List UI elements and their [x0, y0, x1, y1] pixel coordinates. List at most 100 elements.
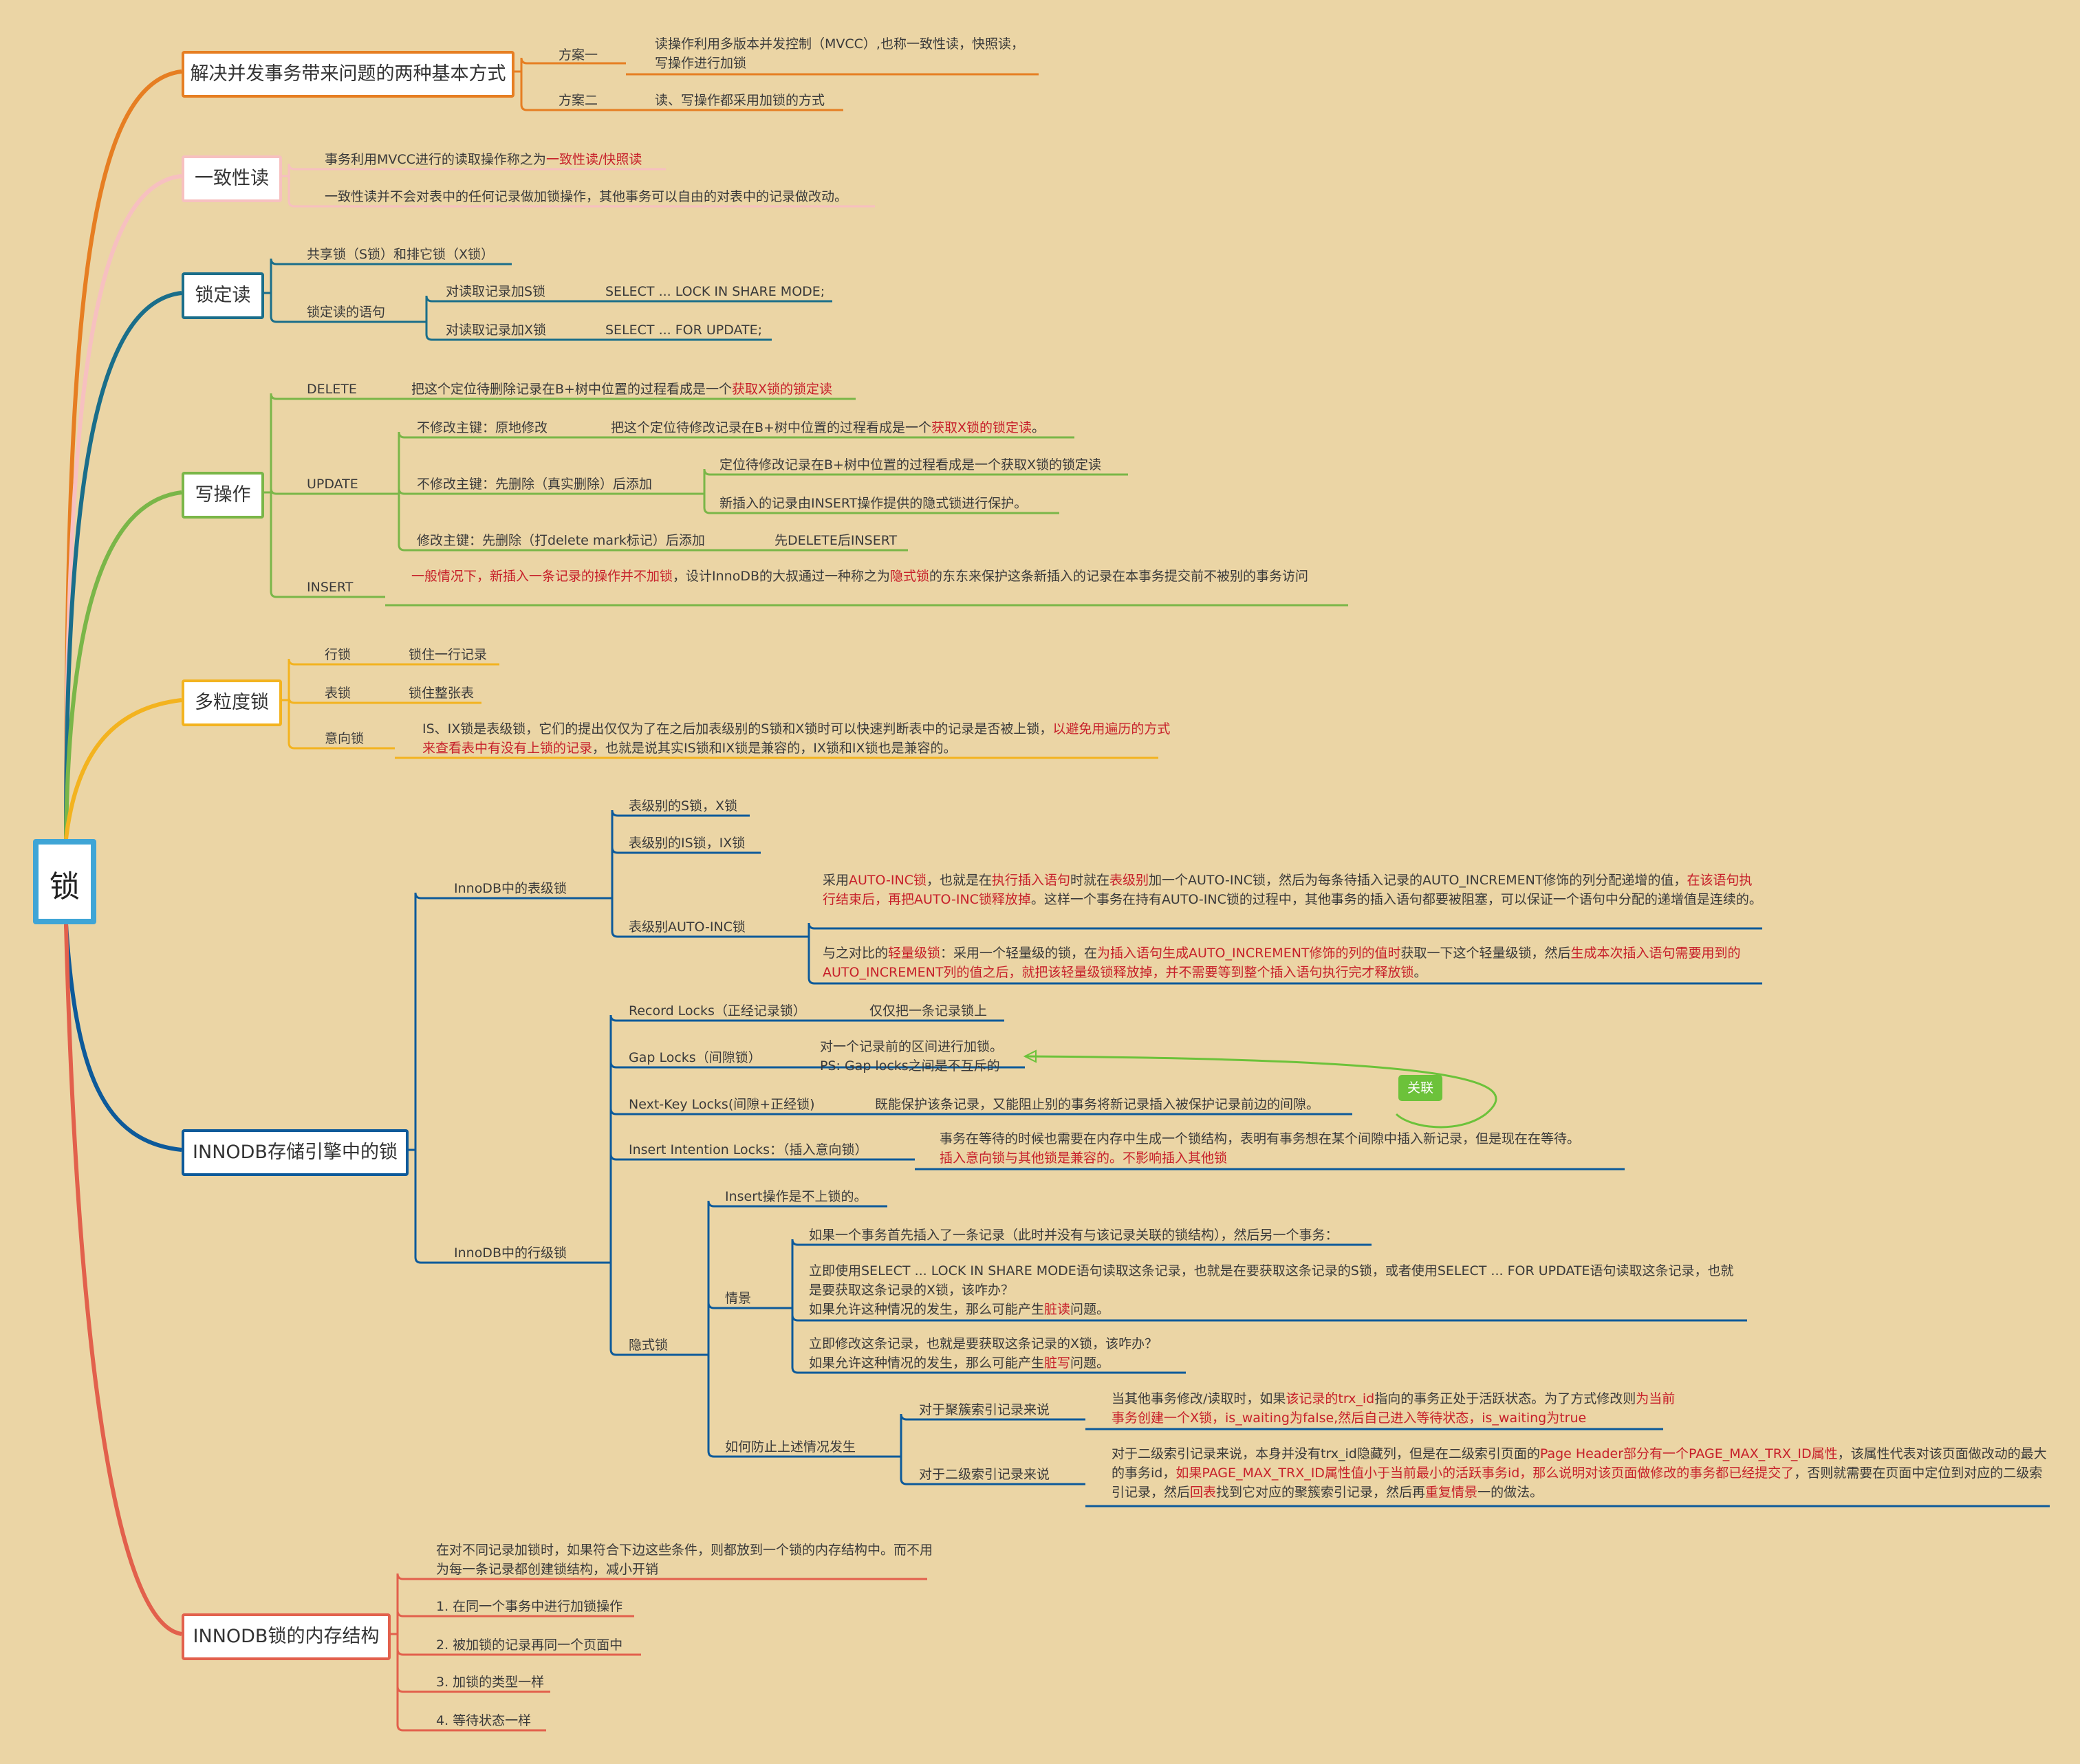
b6-scenario-2: 立即使用SELECT ... LOCK IN SHARE MODE语句读取这条记…	[809, 1263, 1734, 1317]
b3-locking-statements: 锁定读的语句	[307, 305, 386, 320]
b6-scenario-3: 立即修改这条记录，也就是要获取这条记录的X锁，该咋办？如果允许这种情况的发生，那…	[809, 1336, 1158, 1371]
b4-update-pk-text: 先DELETE后INSERT	[774, 533, 898, 548]
b3-edge-3	[417, 295, 832, 323]
b6-edge-table	[406, 892, 603, 1151]
b3-edge-2	[261, 292, 417, 323]
b6-gap-locks-text-2: PS: Gap locks之间是不互斥的	[820, 1058, 1000, 1074]
b6-edge-nk	[601, 1108, 1352, 1264]
b6-table-s-x: 表级别的S锁，X锁	[629, 798, 738, 814]
b6-edge-imp1	[699, 1200, 887, 1356]
relation-curve-tail	[1395, 1113, 1486, 1129]
b6-edge-pv1	[891, 1413, 1085, 1458]
b5-table-lock: 表锁	[325, 686, 351, 701]
b4-insert-text: 一般情况下，新插入一条记录的操作并不加锁，设计InnoDB的大叔通过一种称之为隐…	[411, 569, 1309, 584]
b4-edge-delete	[261, 393, 856, 494]
b6-implicit-lock: 隐式锁	[629, 1338, 669, 1353]
b4-update-inplace-text: 把这个定位待修改记录在B+树中位置的过程看成是一个获取X锁的锁定读。	[611, 420, 1046, 435]
b6-implicit-insert: Insert操作是不上锁的。	[725, 1189, 867, 1204]
b4-insert: INSERT	[307, 580, 354, 595]
b5-intention-lock: 意向锁	[325, 731, 365, 746]
b4-edge-u2b	[695, 492, 1059, 514]
b6-row-level: InnoDB中的行级锁	[454, 1245, 567, 1261]
b5-edge-table	[279, 697, 481, 704]
b6-secondary-text: 对于二级索引记录来说，本身并没有trx_id隐藏列，但是在二级索引页面的Page…	[1112, 1446, 2047, 1500]
b4-edge-u2a	[695, 468, 1128, 495]
b4-edge-update	[261, 488, 389, 495]
b6-next-key-text: 既能保护该条记录，又能阻止别的事务将新记录插入被保护记录前边的间隙。	[875, 1097, 1320, 1112]
b1-plan-two-text: 读、写操作都采用加锁的方式	[655, 93, 825, 108]
b6-edge-lw	[799, 935, 1762, 985]
b6-edge-pv	[699, 1353, 891, 1458]
b2-line-1: 事务利用MVCC进行的读取操作称之为一致性读/快照读	[325, 152, 642, 167]
b3-s-lock-sql: SELECT ... LOCK IN SHARE MODE;	[605, 284, 825, 299]
b3-edge-1	[261, 258, 512, 294]
trunk-b6	[64, 924, 182, 1152]
b6-insert-intention-text-1: 事务在等待的时候也需要在内存中生成一个锁结构，表明有事务想在某个间隙中插入新记录…	[940, 1131, 1581, 1146]
b6-table-is-ix: 表级别的IS锁，IX锁	[629, 836, 746, 851]
trunk-b2	[64, 174, 182, 840]
b6-auto-inc-text: 采用AUTO-INC锁，也就是在执行插入语句时就在表级别加一个AUTO-INC锁…	[823, 873, 1762, 907]
b4-update-delete-add: 不修改主键：先删除（真实删除）后添加	[417, 477, 653, 492]
b6-record-locks: Record Locks（正经记录锁）	[629, 1003, 806, 1019]
b6-insert-intention: Insert Intention Locks：（插入意向锁）	[629, 1142, 868, 1157]
b4-edge-insert	[261, 491, 385, 598]
b7-edge-intro	[388, 1573, 927, 1635]
b4-delete: DELETE	[307, 382, 357, 397]
trunk-b4	[64, 490, 182, 840]
branch-lock-memory[interactable]: INNODB锁的内存结构	[182, 1613, 391, 1660]
b4-update: UPDATE	[307, 477, 358, 492]
b1-plan-one-text: 读操作利用多版本并发控制（MVCC）,也称一致性读，快照读，写操作进行加锁	[655, 36, 1024, 71]
b5-intention-lock-text: IS、IX锁是表级锁，它们的提出仅仅为了在之后加表级别的S锁和X锁时可以快速判断…	[422, 721, 1171, 756]
b7-intro: 在对不同记录加锁时，如果符合下边这些条件，则都放到一个锁的内存结构中。而不用为每…	[436, 1543, 933, 1577]
b6-edge-t1	[603, 809, 750, 900]
root-node[interactable]: 锁	[33, 839, 96, 924]
b6-scenario: 情景	[725, 1291, 752, 1306]
trunk-b5	[64, 698, 182, 840]
b5-row-lock: 行锁	[325, 647, 351, 662]
branch-concurrency-solutions[interactable]: 解决并发事务带来问题的两种基本方式	[182, 51, 514, 98]
b1-edge-1	[512, 57, 626, 73]
b5-row-lock-text: 锁住一行记录	[409, 647, 488, 662]
b7-edge-c1	[388, 1610, 634, 1635]
b6-edge-gap	[601, 1061, 1025, 1264]
b6-next-key: Next-Key Locks(间隙+正经锁)	[629, 1097, 815, 1112]
b6-edge-ai	[799, 922, 1762, 938]
b6-lightweight-text: 与之对比的轻量级锁：采用一个轻量级的锁，在为插入语句生成AUTO_INCREME…	[823, 946, 1741, 980]
b6-edge-sc3	[783, 1307, 1186, 1374]
b2-edge-2	[279, 175, 875, 208]
b6-clustered-text: 当其他事务修改/读取时，如果该记录的trx_id指向的事务正处于活跃状态。为了方…	[1112, 1391, 1676, 1426]
b5-table-lock-text: 锁住整张表	[409, 686, 475, 701]
trunk-b1	[64, 69, 182, 840]
b6-edge-t3	[603, 897, 799, 938]
b2-line-2: 一致性读并不会对表中的任何记录做加锁操作，其他事务可以自由的对表中的记录做改动。	[325, 189, 848, 204]
b1-plan-one: 方案一	[559, 47, 598, 63]
b4-delete-text: 把这个定位待删除记录在B+树中位置的过程看成是一个获取X锁的锁定读	[411, 382, 832, 397]
branch-locking-read[interactable]: 锁定读	[182, 272, 264, 319]
b6-edge-sc1	[783, 1239, 1372, 1309]
b4-edge-u3	[389, 492, 908, 552]
b4-update-inplace: 不修改主键：原地修改	[417, 420, 548, 435]
relation-arrowhead	[1023, 1049, 1037, 1063]
b6-table-level: InnoDB中的表级锁	[454, 881, 567, 896]
branch-consistent-read[interactable]: 一致性读	[182, 155, 282, 202]
b4-update-delete-add-b: 新插入的记录由INSERT操作提供的隐式锁进行保护。	[719, 496, 1028, 511]
relation-curve	[1024, 1055, 1497, 1115]
b3-edge-4	[417, 320, 772, 341]
b6-secondary: 对于二级索引记录来说	[919, 1467, 1050, 1482]
b6-edge-sc	[699, 1302, 783, 1356]
branch-multi-granularity[interactable]: 多粒度锁	[182, 679, 282, 726]
b1-plan-two: 方案二	[559, 93, 598, 108]
b6-edge-row	[406, 1148, 601, 1264]
b4-update-delete-add-a: 定位待修改记录在B+树中位置的过程看成是一个获取X锁的锁定读	[719, 457, 1101, 472]
branch-innodb-locks[interactable]: INNODB存储引擎中的锁	[182, 1129, 409, 1176]
trunk-b7	[64, 924, 182, 1636]
relation-tag[interactable]: 关联	[1398, 1075, 1442, 1101]
branch-write-ops[interactable]: 写操作	[182, 472, 264, 519]
b3-x-lock: 对读取记录加X锁	[446, 323, 547, 338]
b6-scenario-1: 如果一个事务首先插入了一条记录（此时并没有与该记录关联的锁结构），然后另一个事务…	[809, 1228, 1339, 1243]
b6-edge-imp	[601, 1261, 699, 1356]
b6-table-auto-inc: 表级别AUTO-INC锁	[629, 919, 746, 935]
b4-edge-u2	[389, 488, 695, 495]
